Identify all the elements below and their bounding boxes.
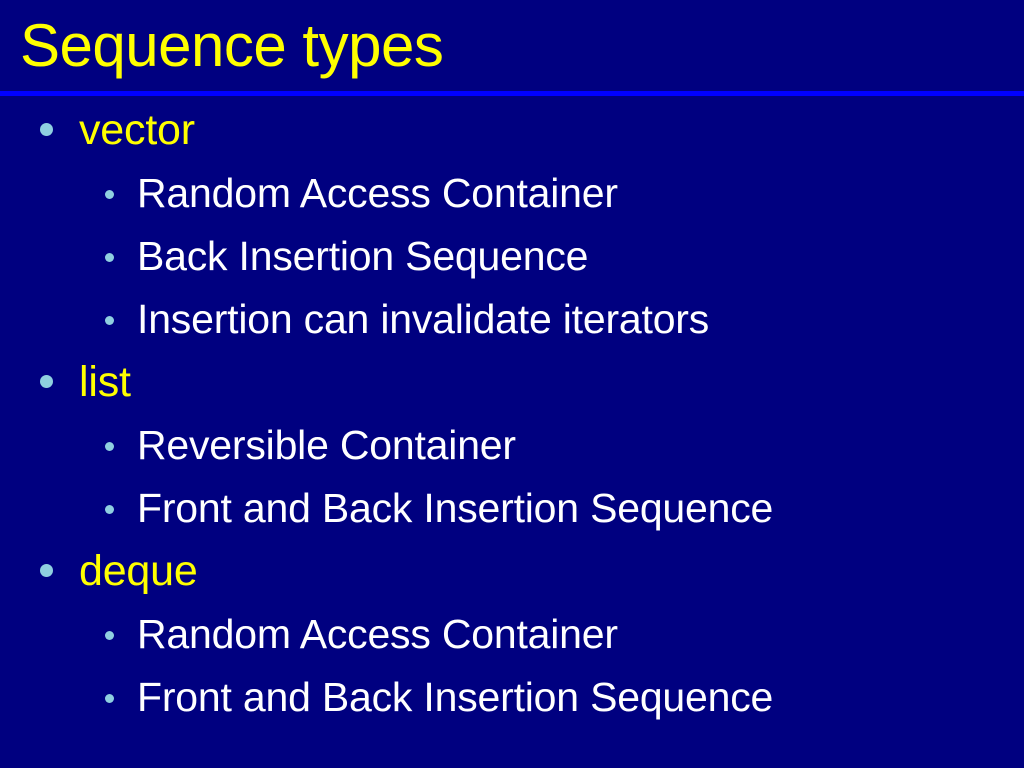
list-item: Insertion can invalidate iterators xyxy=(0,289,1024,352)
bullet-icon xyxy=(40,123,53,136)
bullet-icon xyxy=(40,564,53,577)
list-item-label: list xyxy=(79,358,131,406)
list-item-label: deque xyxy=(79,547,198,595)
bullet-icon xyxy=(40,375,53,388)
list-item: Random Access Container xyxy=(0,163,1024,226)
list-item-label: Random Access Container xyxy=(137,170,618,216)
bullet-icon xyxy=(105,316,114,325)
list-item-label: Reversible Container xyxy=(137,422,516,468)
bullet-icon xyxy=(105,442,114,451)
list-item: Back Insertion Sequence xyxy=(0,226,1024,289)
outline-list: vector Random Access Container Back Inse… xyxy=(0,100,1024,760)
bullet-icon xyxy=(105,631,114,640)
list-item: vector xyxy=(0,100,1024,163)
list-item: Front and Back Insertion Sequence xyxy=(0,667,1024,730)
bullet-icon xyxy=(105,190,114,199)
list-item-label: Back Insertion Sequence xyxy=(137,233,589,279)
list-item: Front and Back Insertion Sequence xyxy=(0,478,1024,541)
list-item-label: Front and Back Insertion Sequence xyxy=(137,485,774,531)
list-item-label: Insertion can invalidate iterators xyxy=(137,296,710,342)
bullet-icon xyxy=(105,253,114,262)
bullet-icon xyxy=(105,505,114,514)
list-item: Reversible Container xyxy=(0,415,1024,478)
list-item: Random Access Container xyxy=(0,604,1024,667)
list-item-label: Random Access Container xyxy=(137,611,618,657)
list-item: list xyxy=(0,352,1024,415)
list-item: deque xyxy=(0,541,1024,604)
bullet-icon xyxy=(105,694,114,703)
list-item-label: vector xyxy=(79,106,195,154)
list-item-label: Front and Back Insertion Sequence xyxy=(137,674,774,720)
page-title: Sequence types xyxy=(20,12,444,79)
title-divider xyxy=(0,91,1024,96)
